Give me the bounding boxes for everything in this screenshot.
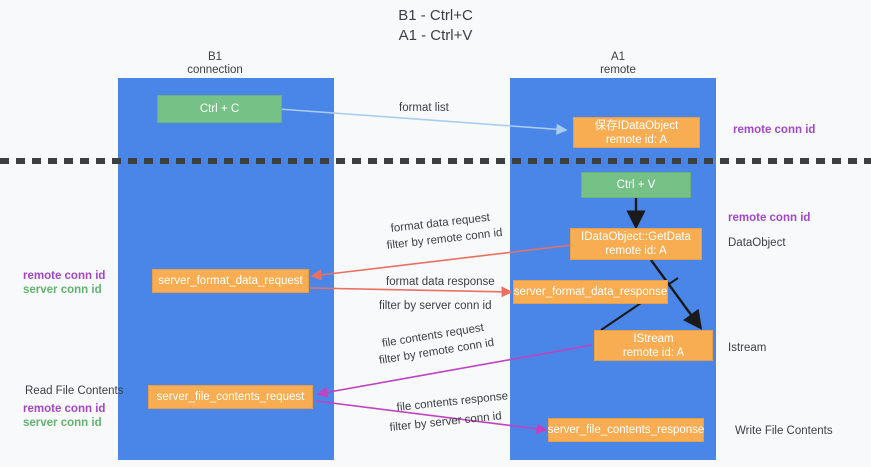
- filter-prefix: filter by: [378, 348, 420, 367]
- title-line-2: A1 - Ctrl+V: [398, 27, 473, 44]
- box-idataobject-line1: 保存IDataObject: [594, 119, 679, 132]
- filter-prefix: filter by: [379, 300, 420, 312]
- box-getdata-line2: remote id: A: [605, 245, 667, 257]
- column-header-a1: A1 remote: [558, 51, 678, 77]
- box-server-format-data-response[interactable]: server_format_data_response: [513, 280, 668, 304]
- annotation-remote-conn-id-top: remote conn id: [733, 124, 816, 136]
- annotation-remote-conn-id-mid: remote conn id: [728, 212, 811, 224]
- page-title: B1 - Ctrl+C A1 - Ctrl+V: [0, 6, 871, 46]
- edge-label-format-data-response: format data response: [386, 276, 495, 288]
- box-server-file-contents-request[interactable]: server_file_contents_request: [148, 385, 313, 409]
- box-server-format-data-request-label: server_format_data_request: [158, 275, 303, 287]
- annotation-istream: Istream: [728, 342, 767, 354]
- box-server-format-data-request[interactable]: server_format_data_request: [152, 269, 309, 293]
- edge-label-format-data-response-filter: filter by server conn id: [379, 299, 492, 313]
- column-header-b1: B1 connection: [155, 51, 275, 77]
- column-header-a1-sub: remote: [600, 64, 636, 76]
- box-idataobject-getdata[interactable]: IDataObject::GetData remote id: A: [570, 228, 702, 260]
- annotation-write-file-contents: Write File Contents: [735, 425, 833, 437]
- annotation-left-server-conn-id-bottom: server conn id: [23, 417, 102, 429]
- box-server-file-contents-request-label: server_file_contents_request: [156, 391, 305, 403]
- box-server-file-contents-response-label: server_file_contents_response: [547, 424, 705, 436]
- filter-prefix: filter by: [386, 235, 428, 252]
- box-idataobject[interactable]: 保存IDataObject remote id: A: [573, 117, 700, 148]
- annotation-left-remote-conn-id-mid: remote conn id: [23, 270, 106, 282]
- annotation-left-remote-conn-id-bottom: remote conn id: [23, 403, 106, 415]
- box-istream[interactable]: IStream remote id: A: [594, 330, 713, 361]
- section-divider: [0, 158, 871, 164]
- box-ctrl-v-label: Ctrl + V: [616, 179, 656, 191]
- box-ctrl-v[interactable]: Ctrl + V: [581, 172, 691, 198]
- box-ctrl-c-label: Ctrl + C: [199, 103, 240, 115]
- filter-value-server-conn-id: server conn id: [419, 300, 492, 312]
- box-server-format-data-response-label: server_format_data_response: [513, 286, 668, 298]
- box-server-file-contents-response[interactable]: server_file_contents_response: [548, 418, 704, 442]
- box-ctrl-c[interactable]: Ctrl + C: [157, 95, 282, 123]
- box-idataobject-line2: remote id: A: [605, 133, 668, 146]
- annotation-read-file-contents: Read File Contents: [25, 385, 124, 397]
- title-line-1: B1 - Ctrl+C: [398, 7, 473, 24]
- annotation-dataobject: DataObject: [728, 237, 786, 249]
- box-istream-line2: remote id: A: [622, 346, 685, 359]
- filter-prefix: filter by: [389, 417, 431, 434]
- column-header-a1-name: A1: [610, 51, 626, 63]
- annotation-left-server-conn-id-mid: server conn id: [23, 284, 102, 296]
- box-getdata-line1: IDataObject::GetData: [581, 231, 691, 243]
- filter-value-server-conn-id: server conn id: [429, 410, 503, 430]
- box-istream-line1: IStream: [633, 332, 674, 345]
- edge-label-format-list: format list: [399, 102, 449, 114]
- column-header-b1-sub: connection: [187, 64, 243, 76]
- column-header-b1-name: B1: [207, 51, 223, 63]
